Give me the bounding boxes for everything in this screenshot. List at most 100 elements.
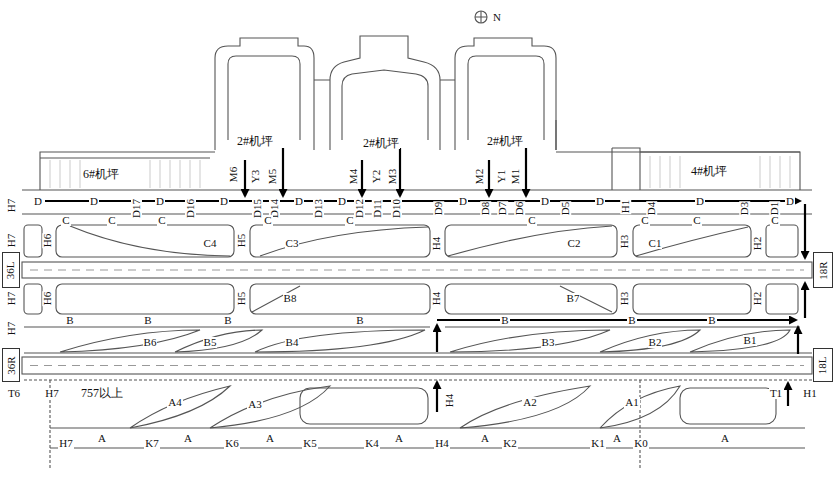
taxiway-label: D6 bbox=[514, 200, 525, 215]
runway-end-box: 36R bbox=[2, 348, 20, 382]
area-name: 18R bbox=[818, 260, 829, 280]
taxiway-label: D15 bbox=[251, 198, 262, 219]
taxiway-label: 2#机坪 bbox=[236, 135, 274, 147]
taxiway-label: C bbox=[640, 215, 649, 226]
taxiway-label: D bbox=[89, 196, 99, 207]
taxiway-label: T1 bbox=[769, 388, 783, 399]
area-name: 36R bbox=[6, 355, 17, 375]
taxiway-label: B1 bbox=[743, 335, 758, 346]
taxiway-label: Y1 bbox=[496, 168, 507, 183]
taxiway-label: A2 bbox=[522, 397, 537, 408]
taxiway-label: D bbox=[595, 196, 605, 207]
taxiway-label: H2 bbox=[752, 235, 763, 250]
taxiway-label: C4 bbox=[203, 238, 218, 249]
taxiway-label: M2 bbox=[475, 167, 486, 184]
taxiway-label: C bbox=[345, 215, 354, 226]
taxiway-label: B2 bbox=[648, 337, 663, 348]
taxiway-label: B5 bbox=[203, 337, 218, 348]
taxiway-label: C3 bbox=[285, 238, 300, 249]
taxiway-label: C bbox=[263, 215, 272, 226]
taxiway-label: C bbox=[692, 215, 701, 226]
taxiway-label: C bbox=[157, 215, 166, 226]
taxiway-label: D bbox=[695, 196, 705, 207]
runway-end-box: 18R bbox=[813, 252, 833, 288]
taxiway-label: A4 bbox=[167, 397, 182, 408]
taxiway-label: H3 bbox=[619, 233, 630, 248]
taxiway-label: H6 bbox=[42, 290, 53, 305]
taxiway-label: C bbox=[527, 215, 536, 226]
taxiway-label: M1 bbox=[511, 167, 522, 184]
taxiway-label: H1 bbox=[802, 388, 817, 399]
taxiway-label: D11 bbox=[371, 198, 382, 219]
area-name: 6#机坪 bbox=[82, 168, 120, 180]
taxiway-label: H1 bbox=[620, 198, 631, 213]
taxiway-label: H4 bbox=[431, 290, 442, 305]
taxiway-label: D bbox=[458, 196, 468, 207]
taxiway-label: Y3 bbox=[250, 168, 261, 183]
taxiway-label: H4 bbox=[434, 438, 449, 449]
taxiway-label: A bbox=[183, 433, 193, 444]
taxiway-label: D8 bbox=[480, 200, 491, 215]
taxiway-label: H7 bbox=[6, 290, 17, 305]
taxiway-label: B bbox=[143, 315, 152, 326]
taxiway-label: A bbox=[394, 433, 404, 444]
taxiway-label: K4 bbox=[364, 438, 379, 449]
taxiway-label: C bbox=[107, 215, 116, 226]
taxiway-label: D16 bbox=[184, 198, 195, 219]
taxiway-label: K7 bbox=[144, 438, 159, 449]
taxiway-label: H2 bbox=[752, 290, 763, 305]
runway-end-box: 36L bbox=[2, 252, 20, 288]
taxiway-label: M4 bbox=[349, 167, 360, 184]
runway-end-box: 18L bbox=[813, 348, 833, 382]
taxiway-label: B bbox=[707, 315, 716, 326]
taxiway-label: D9 bbox=[433, 200, 444, 215]
taxiway-label: B bbox=[355, 315, 364, 326]
taxiway-label: 2#机坪 bbox=[486, 135, 524, 147]
taxiway-label: K1 bbox=[590, 438, 605, 449]
taxiway-label: B4 bbox=[285, 337, 300, 348]
taxiway-label: A3 bbox=[247, 399, 262, 410]
taxiway-label: H7 bbox=[6, 320, 17, 335]
taxiway-label: D13 bbox=[312, 198, 323, 219]
taxiway-label: D4 bbox=[646, 200, 657, 215]
taxiway-label: D bbox=[337, 196, 347, 207]
taxiway-label: A bbox=[720, 433, 730, 444]
taxiway-label: H4 bbox=[444, 392, 455, 407]
taxiway-label: C2 bbox=[567, 238, 582, 249]
taxiway-label: A bbox=[97, 433, 107, 444]
taxiway-label: N bbox=[492, 12, 502, 23]
apron-area: 4#机坪 bbox=[640, 152, 800, 190]
taxiway-label: 2#机坪 bbox=[362, 137, 400, 149]
taxiway-label: B6 bbox=[143, 337, 158, 348]
taxiway-label: H6 bbox=[42, 232, 53, 247]
taxiway-label: 757以上 bbox=[80, 387, 124, 399]
taxiway-label: D bbox=[155, 196, 165, 207]
taxiway-label: M5 bbox=[268, 167, 279, 184]
taxiway-label: T6 bbox=[7, 388, 21, 399]
taxiway-label: M3 bbox=[388, 167, 399, 184]
taxiway-label: Y2 bbox=[371, 168, 382, 183]
taxiway-label: H7 bbox=[44, 388, 59, 399]
taxiway-label: B bbox=[223, 315, 232, 326]
taxiway-label: B7 bbox=[566, 293, 581, 304]
taxiway-label: H5 bbox=[236, 232, 247, 247]
taxiway-label: B3 bbox=[541, 337, 556, 348]
taxiway-label: K0 bbox=[633, 438, 648, 449]
taxiway-label: H4 bbox=[431, 235, 442, 250]
taxiway-label: C1 bbox=[648, 238, 663, 249]
taxiway-label: D12 bbox=[353, 198, 364, 219]
taxiway-label: K5 bbox=[302, 438, 317, 449]
taxiway-label: D3 bbox=[739, 200, 750, 215]
taxiway-label: A bbox=[265, 433, 275, 444]
taxiway-label: D bbox=[294, 196, 304, 207]
taxiway-label: B bbox=[627, 315, 636, 326]
taxiway-label: D5 bbox=[560, 200, 571, 215]
taxiway-label: D bbox=[540, 196, 550, 207]
taxiway-label: D10 bbox=[390, 198, 401, 219]
taxiway-label: A bbox=[480, 433, 490, 444]
area-name: 4#机坪 bbox=[690, 165, 728, 177]
taxiway-label: H7 bbox=[58, 438, 73, 449]
taxiway-label: C bbox=[770, 215, 779, 226]
taxiway-label: D7 bbox=[497, 200, 508, 215]
